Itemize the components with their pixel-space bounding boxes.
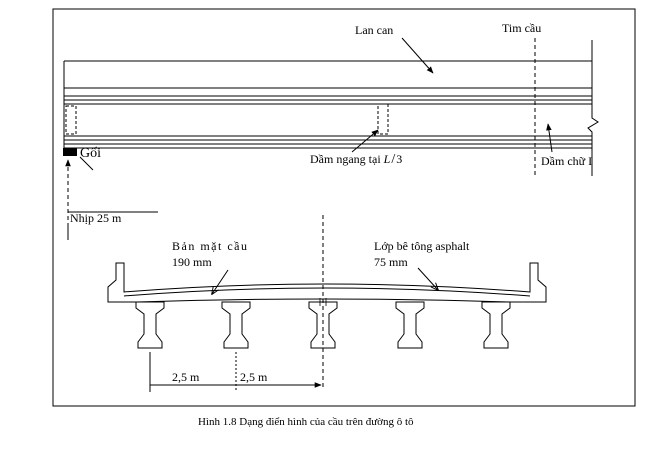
label-i-girder: Dầm chữ I <box>541 154 592 168</box>
dimension-label: 2,5 m <box>240 370 268 384</box>
i-girder <box>308 298 338 349</box>
i-girder <box>481 301 511 349</box>
label-asphalt: Lớp bê tông asphalt <box>374 239 470 253</box>
elevation-view: Lan can Tim cầu Dầm ngang tại L/3 Dầm ch… <box>63 21 599 240</box>
deck-slab <box>107 262 547 303</box>
label-deck: Bản mặt cầu <box>172 239 248 253</box>
label-railing: Lan can <box>355 23 393 37</box>
label-bridge-center: Tim cầu <box>502 21 541 35</box>
label-span: Nhịp 25 m <box>70 211 122 225</box>
i-girder <box>221 301 251 349</box>
label-cross-beam: Dầm ngang tại L/3 <box>310 152 402 167</box>
label-deck-thickness: 190 mm <box>172 255 212 269</box>
cross-beam-third <box>377 103 389 135</box>
label-bearing: Gối <box>80 146 101 161</box>
cross-beam-end <box>65 105 77 135</box>
figure-caption: Hình 1.8 Dạng điển hình của cầu trên đườ… <box>198 416 414 428</box>
asphalt-layer <box>123 287 531 297</box>
label-asphalt-thickness: 75 mm <box>374 255 408 269</box>
figure-frame <box>52 8 636 407</box>
i-girder <box>395 301 425 349</box>
dimension-label: 2,5 m <box>172 370 200 384</box>
cross-section: Bản mặt cầu 190 mm Lớp bê tông asphalt 7… <box>107 215 547 392</box>
bearing-block <box>63 148 77 156</box>
i-girder <box>135 301 165 349</box>
